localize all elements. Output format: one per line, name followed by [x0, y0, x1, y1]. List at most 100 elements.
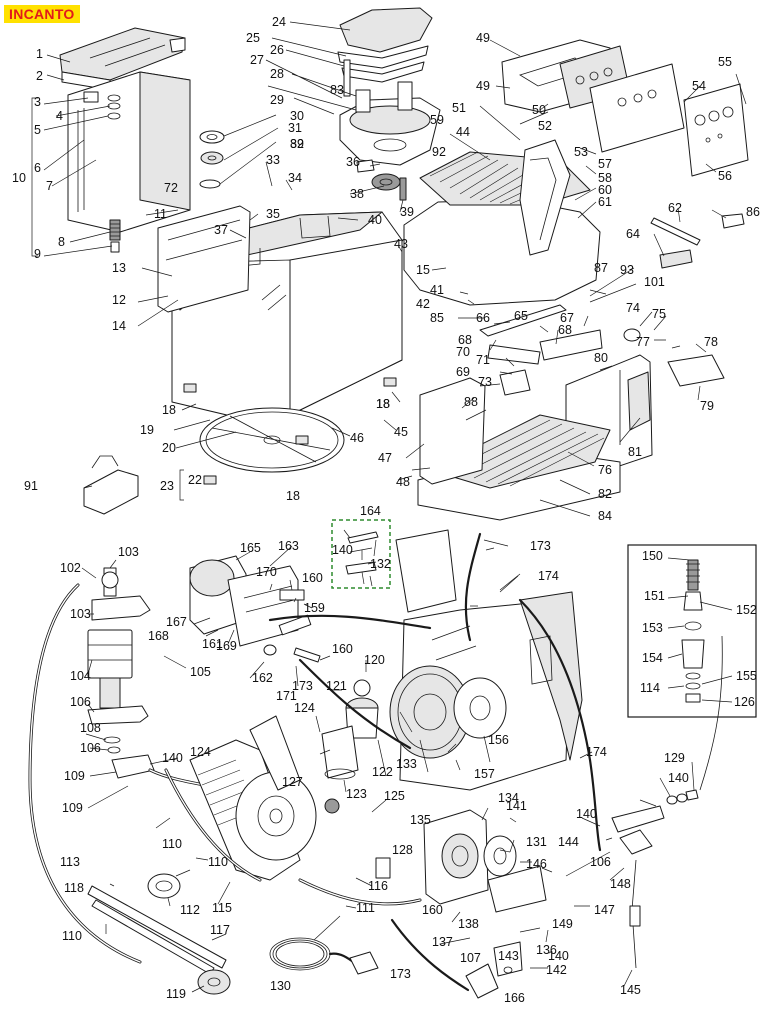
- leader-lines: [43, 21, 747, 993]
- part-number-label: 22: [188, 473, 202, 487]
- part-number-label: 68: [558, 323, 572, 337]
- part-number-label: 88: [464, 395, 478, 409]
- part-number-label: 84: [598, 509, 612, 523]
- part-number-label: 34: [288, 171, 302, 185]
- steam-wand-parts: [650, 213, 745, 269]
- model-title: INCANTO: [4, 5, 80, 23]
- part-number-label: 43: [394, 237, 408, 251]
- part-number-label: 148: [610, 877, 631, 891]
- part-number-label: 49: [476, 31, 490, 45]
- part-number-label: 161: [202, 637, 223, 651]
- hose-runs: [164, 635, 723, 906]
- part-number-label: 64: [626, 227, 640, 241]
- part-number-label: 142: [546, 963, 567, 977]
- part-number-label: 129: [664, 751, 685, 765]
- part-number-label: 71: [476, 353, 490, 367]
- part-number-label: 140: [576, 807, 597, 821]
- part-number-label: 135: [410, 813, 431, 827]
- part-number-label: 5: [34, 123, 41, 137]
- part-number-label: 107: [460, 951, 481, 965]
- part-number-label: 45: [394, 425, 408, 439]
- control-panel: [501, 39, 749, 177]
- part-number-label: 49: [476, 79, 490, 93]
- part-number-label: 145: [620, 983, 641, 997]
- part-number-label: 156: [488, 733, 509, 747]
- part-number-label: 83: [330, 83, 344, 97]
- part-number-label: 10: [12, 171, 26, 185]
- part-number-label: 140: [668, 771, 689, 785]
- part-number-label: 9: [34, 247, 41, 261]
- part-number-label: 73: [478, 375, 492, 389]
- part-number-label: 146: [526, 857, 547, 871]
- part-number-label: 80: [594, 351, 608, 365]
- part-number-label: 160: [302, 571, 323, 585]
- part-number-label: 87: [594, 261, 608, 275]
- part-number-label: 1: [36, 47, 43, 61]
- brew-mechanism-housing: [389, 529, 583, 791]
- part-number-label: 136: [536, 943, 557, 957]
- part-number-label: 47: [378, 451, 392, 465]
- part-number-label: 169: [216, 639, 237, 653]
- part-number-label: 18: [286, 489, 300, 503]
- part-number-label: 110: [162, 837, 182, 851]
- part-number-label: 168: [148, 629, 169, 643]
- part-number-label: 173: [390, 967, 411, 981]
- part-number-label: 37: [214, 223, 228, 237]
- part-number-label: 130: [270, 979, 291, 993]
- part-number-label: 91: [24, 479, 38, 493]
- part-number-label: 163: [278, 539, 299, 553]
- part-number-label: 110: [208, 855, 228, 869]
- boiler-pump-134: [423, 809, 547, 913]
- part-number-label: 120: [364, 653, 385, 667]
- part-number-label: 109: [62, 801, 83, 815]
- bean-hopper: [339, 59, 441, 166]
- support-bracket: [83, 455, 139, 515]
- part-number-label: 164: [360, 504, 381, 518]
- part-number-label: 92: [432, 145, 446, 159]
- part-number-label: 70: [456, 345, 470, 359]
- grinder-burr-rings: [199, 130, 225, 189]
- part-number-label: 109: [64, 769, 85, 783]
- part-number-label: 59: [430, 113, 444, 127]
- part-number-label: 140: [332, 543, 353, 557]
- part-number-label: 52: [538, 119, 552, 133]
- part-number-label: 127: [282, 775, 303, 789]
- part-number-label: 62: [668, 201, 682, 215]
- part-number-label: 18: [376, 397, 390, 411]
- part-number-label: 15: [416, 263, 430, 277]
- part-number-label: 137: [432, 935, 453, 949]
- part-number-label: 38: [350, 187, 364, 201]
- part-number-label: 76: [598, 463, 612, 477]
- part-number-label: 160: [332, 642, 353, 656]
- part-number-label: 77: [636, 335, 650, 349]
- part-number-label: 18: [376, 397, 390, 411]
- part-number-label: 53: [574, 145, 588, 159]
- part-number-label: 33: [266, 153, 280, 167]
- part-number-label: 24: [272, 15, 286, 29]
- part-number-label: 86: [746, 205, 760, 219]
- part-number-label: 32: [290, 137, 304, 151]
- part-number-label: 124: [190, 745, 211, 759]
- part-number-label: 173: [530, 539, 551, 553]
- side-panel: [157, 205, 251, 313]
- part-number-label: 81: [628, 445, 642, 459]
- part-number-label: 174: [538, 569, 559, 583]
- sensor-145: [629, 859, 641, 969]
- power-cord-129: [269, 937, 379, 975]
- part-number-label: 93: [620, 263, 634, 277]
- part-number-label: 103: [70, 607, 91, 621]
- part-number-label: 166: [504, 991, 525, 1005]
- part-number-label: 162: [252, 671, 273, 685]
- part-number-label: 44: [456, 125, 470, 139]
- part-number-label: 121: [326, 679, 347, 693]
- brew-unit-165: [189, 555, 305, 647]
- part-number-label: 25: [246, 31, 260, 45]
- part-number-label: 8: [58, 235, 65, 249]
- part-number-label: 51: [452, 101, 466, 115]
- part-number-label: 119: [166, 987, 186, 1001]
- part-number-label: 74: [626, 301, 640, 315]
- part-number-label: 68: [458, 333, 472, 347]
